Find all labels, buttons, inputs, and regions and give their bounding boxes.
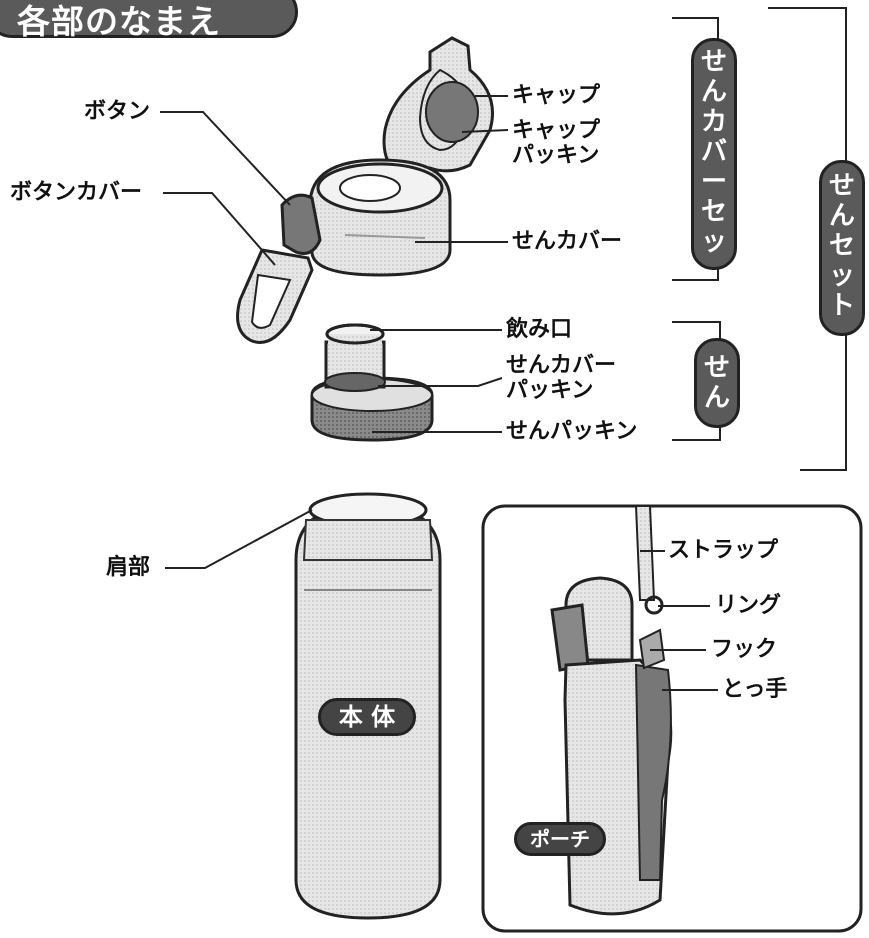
title-badge: 各部のなまえ [0,0,298,41]
plug-cover-illustration [308,158,452,277]
body-badge: 本 体 [318,698,416,736]
label-cap-packing-2: パッキン [512,143,600,168]
group-char: ん [703,383,730,413]
group-char: ッ [828,261,855,291]
button-illustration [236,193,322,344]
label-plug-cover: せんカバー [512,229,623,254]
label-plug-cover-packing-2: パッキン [506,378,594,403]
cap-illustration [382,36,494,197]
label-mouthpiece: 飲み口 [506,317,573,342]
group-char: ん [700,77,727,107]
group-char: せ [700,47,727,77]
label-cap: キャップ [512,83,601,108]
label-button-cover: ボタンカバー [10,180,143,205]
group-plug-set: せ ん セ ッ ト [819,160,865,336]
pouch-badge: ポーチ [514,822,606,856]
group-plug-cover-set: せ ん カ バ ー セ ッ [691,38,737,270]
group-char: ー [700,167,727,197]
group-char: セ [828,231,855,261]
label-plug-packing: せんパッキン [506,419,638,444]
label-shoulder: 肩部 [106,555,151,580]
label-hook: フック [711,637,778,662]
label-ring: リング [715,593,782,618]
label-button: ボタン [84,99,151,124]
group-char: セ [700,197,727,227]
group-char: せ [703,353,730,383]
group-char: ッ [700,227,727,257]
group-char: バ [700,137,727,167]
group-char: ト [828,291,855,321]
group-char: せ [828,171,855,201]
plug-illustration [310,323,434,442]
group-char: ん [828,201,855,231]
group-plug: せ ん [694,338,740,428]
pouch-panel [481,504,863,933]
label-handle: とっ手 [722,677,788,702]
group-char: カ [700,107,727,137]
page-title: 各部のなまえ [17,2,221,41]
label-cap-packing-1: キャップ [512,118,601,143]
label-plug-cover-packing-1: せんカバー [506,353,617,378]
label-strap: ストラップ [668,538,779,563]
